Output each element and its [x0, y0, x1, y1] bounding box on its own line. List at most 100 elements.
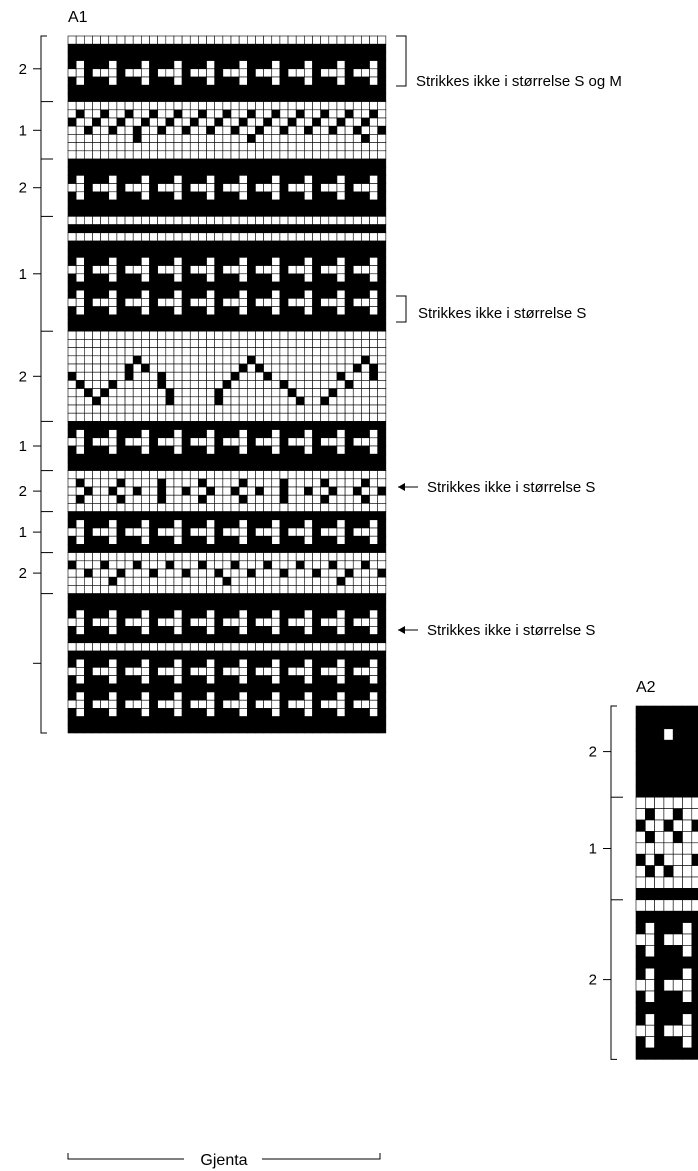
stitch-cell: [255, 494, 264, 504]
stitch-cell: [157, 273, 167, 283]
stitch-cell: [173, 183, 183, 193]
stitch-cell: [369, 60, 378, 70]
stitch-cell: [124, 634, 134, 644]
stitch-cell: [271, 281, 281, 291]
stitch-cell: [149, 142, 158, 152]
stitch-cell: [116, 347, 126, 357]
stitch-cell: [132, 724, 142, 734]
stitch-cell: [75, 363, 85, 373]
stitch-cell: [92, 437, 101, 447]
stitch-cell: [682, 922, 693, 935]
stitch-cell: [320, 347, 330, 357]
stitch-cell: [100, 486, 110, 496]
stitch-cell: [247, 585, 256, 594]
stitch-cell: [304, 486, 313, 496]
stitch-cell: [100, 634, 110, 644]
stitch-cell: [247, 699, 256, 709]
stitch-cell: [108, 93, 118, 102]
stitch-cell: [691, 796, 698, 809]
stitch-cell: [672, 933, 683, 946]
stitch-cell: [189, 470, 199, 480]
stitch-cell: [344, 535, 354, 545]
stitch-cell: [312, 568, 321, 578]
stitch-cell: [100, 552, 110, 562]
stitch-cell: [336, 101, 346, 111]
stitch-cell: [255, 314, 264, 324]
stitch-cell: [222, 527, 232, 537]
stitch-cell: [149, 404, 158, 414]
stitch-cell: [108, 68, 118, 78]
stitch-cell: [247, 52, 256, 61]
stitch-cell: [116, 68, 126, 78]
stitch-cell: [295, 437, 305, 447]
stitch-cell: [214, 248, 224, 258]
stitch-cell: [116, 199, 126, 209]
stitch-cell: [344, 609, 354, 619]
stitch-cell: [132, 478, 142, 488]
stitch-cell: [369, 388, 378, 398]
stitch-cell: [198, 634, 207, 644]
stitch-cell: [295, 216, 305, 225]
stitch-cell: [116, 544, 126, 553]
stitch-cell: [247, 330, 256, 340]
stitch-cell: [189, 658, 199, 668]
stitch-cell: [165, 724, 175, 734]
stitch-cell: [100, 478, 110, 488]
stitch-cell: [214, 503, 224, 512]
stitch-cell: [165, 388, 175, 398]
color-number-label: 2: [19, 61, 27, 78]
stitch-cell: [352, 486, 362, 496]
stitch-cell: [214, 576, 224, 586]
stitch-cell: [75, 109, 85, 119]
stitch-cell: [149, 240, 158, 250]
stitch-cell: [247, 142, 256, 152]
stitch-cell: [84, 142, 93, 152]
stitch-cell: [116, 667, 126, 676]
stitch-cell: [312, 478, 321, 488]
stitch-cell: [75, 191, 85, 201]
stitch-cell: [92, 544, 101, 553]
stitch-cell: [214, 535, 224, 545]
stitch-cell: [238, 453, 248, 463]
stitch-cell: [214, 437, 224, 447]
stitch-cell: [222, 371, 232, 381]
stitch-cell: [247, 658, 256, 668]
stitch-cell: [344, 224, 354, 234]
stitch-cell: [149, 724, 158, 734]
stitch-cell: [304, 437, 313, 447]
stitch-cell: [230, 404, 240, 414]
stitch-cell: [149, 232, 158, 242]
stitch-cell: [247, 347, 256, 357]
stitch-cell: [181, 626, 191, 635]
stitch-cell: [644, 910, 655, 923]
stitch-cell: [181, 535, 191, 545]
stitch-cell: [214, 691, 224, 701]
stitch-cell: [271, 191, 281, 201]
stitch-cell: [124, 371, 134, 381]
stitch-cell: [344, 585, 354, 594]
stitch-cell: [124, 347, 134, 357]
stitch-cell: [255, 191, 264, 201]
stitch-cell: [108, 601, 118, 611]
stitch-cell: [287, 519, 297, 529]
stitch-cell: [173, 191, 183, 201]
stitch-cell: [181, 568, 191, 578]
stitch-cell: [352, 248, 362, 258]
stitch-cell: [67, 265, 77, 275]
stitch-cell: [654, 979, 665, 992]
stitch-cell: [92, 355, 101, 365]
stitch-cell: [312, 166, 321, 176]
stitch-cell: [361, 675, 370, 685]
stitch-cell: [108, 404, 118, 414]
stitch-cell: [312, 609, 321, 619]
stitch-cell: [92, 166, 101, 176]
stitch-cell: [377, 125, 387, 135]
stitch-cell: [214, 150, 224, 160]
stitch-cell: [222, 560, 232, 570]
stitch-cell: [92, 683, 101, 693]
stitch-cell: [247, 281, 256, 291]
stitch-cell: [173, 716, 183, 726]
stitch-cell: [279, 642, 289, 652]
stitch-cell: [132, 470, 142, 480]
stitch-cell: [377, 199, 387, 209]
